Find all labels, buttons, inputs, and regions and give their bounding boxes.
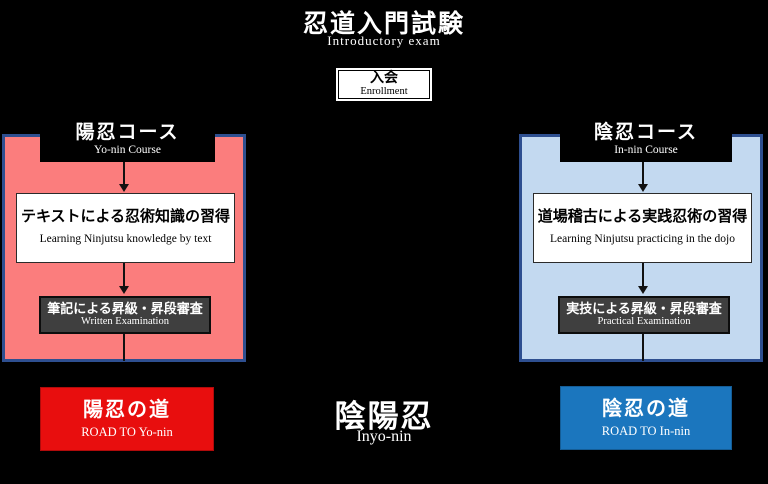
- innin-exam-en: Practical Examination: [597, 316, 691, 328]
- road-to-yonin-ja: 陽忍の道: [83, 398, 171, 421]
- yonin-exam-box: 筆記による昇級・昇段審査 Written Examination: [39, 296, 211, 334]
- intro-exam-title-en: Introductory exam: [327, 33, 441, 48]
- inyo-nin-label-en: Inyo-nin: [356, 428, 412, 445]
- arrow-head-innin-1: [638, 184, 648, 192]
- yonin-study-ja: テキストによる忍術知識の習得: [20, 209, 231, 226]
- road-to-innin-ja: 陰忍の道: [602, 397, 690, 420]
- enrollment-box: 入会 Enrollment: [336, 68, 432, 101]
- arrow-head-innin-2: [638, 286, 648, 294]
- arrow-line-yonin-2: [123, 263, 125, 287]
- innin-study-ja: 道場稽古による実践忍術の習得: [537, 209, 748, 226]
- yonin-course-title-ja: 陽忍コース: [75, 121, 180, 143]
- road-to-innin-box: 陰忍の道 ROAD TO In-nin: [560, 386, 732, 450]
- yonin-study-box: テキストによる忍術知識の習得 Learning Ninjutsu knowled…: [16, 193, 235, 263]
- yonin-exam-en: Written Examination: [81, 316, 169, 328]
- enrollment-label-ja: 入会: [370, 70, 398, 86]
- road-to-yonin-box: 陽忍の道 ROAD TO Yo-nin: [40, 387, 214, 451]
- yonin-exam-ja: 筆記による昇級・昇段審査: [47, 301, 203, 317]
- innin-exam-ja: 実技による昇級・昇段審査: [566, 301, 722, 317]
- road-to-yonin-en: ROAD TO Yo-nin: [81, 424, 173, 439]
- intro-exam-title-ja: 忍道入門試験: [302, 11, 465, 38]
- arrow-head-yonin-1: [119, 184, 129, 192]
- arrow-line-yonin-1: [123, 162, 125, 185]
- yonin-course-title-box: 陽忍コース Yo-nin Course: [40, 110, 215, 162]
- innin-study-en: Learning Ninjutsu practicing in the dojo: [550, 233, 735, 246]
- enrollment-label-en: Enrollment: [360, 85, 408, 97]
- innin-course-title-ja: 陰忍コース: [593, 121, 699, 143]
- road-to-innin-en: ROAD TO In-nin: [601, 423, 691, 438]
- arrow-line-innin-3: [642, 334, 644, 361]
- innin-course-title-en: In-nin Course: [614, 143, 678, 156]
- arrow-head-yonin-2: [119, 286, 129, 294]
- arrow-line-innin-1: [642, 162, 644, 185]
- innin-course-title-box: 陰忍コース In-nin Course: [560, 110, 732, 162]
- inyo-nin-label-ja: 陰陽忍: [334, 399, 434, 434]
- arrow-line-yonin-3: [123, 334, 125, 361]
- yonin-course-title-en: Yo-nin Course: [94, 143, 161, 156]
- arrow-line-innin-2: [642, 263, 644, 287]
- innin-exam-box: 実技による昇級・昇段審査 Practical Examination: [558, 296, 730, 334]
- enrollment-frame: 入会 Enrollment: [338, 70, 430, 99]
- innin-study-box: 道場稽古による実践忍術の習得 Learning Ninjutsu practic…: [533, 193, 752, 263]
- yonin-study-en: Learning Ninjutsu knowledge by text: [39, 233, 212, 246]
